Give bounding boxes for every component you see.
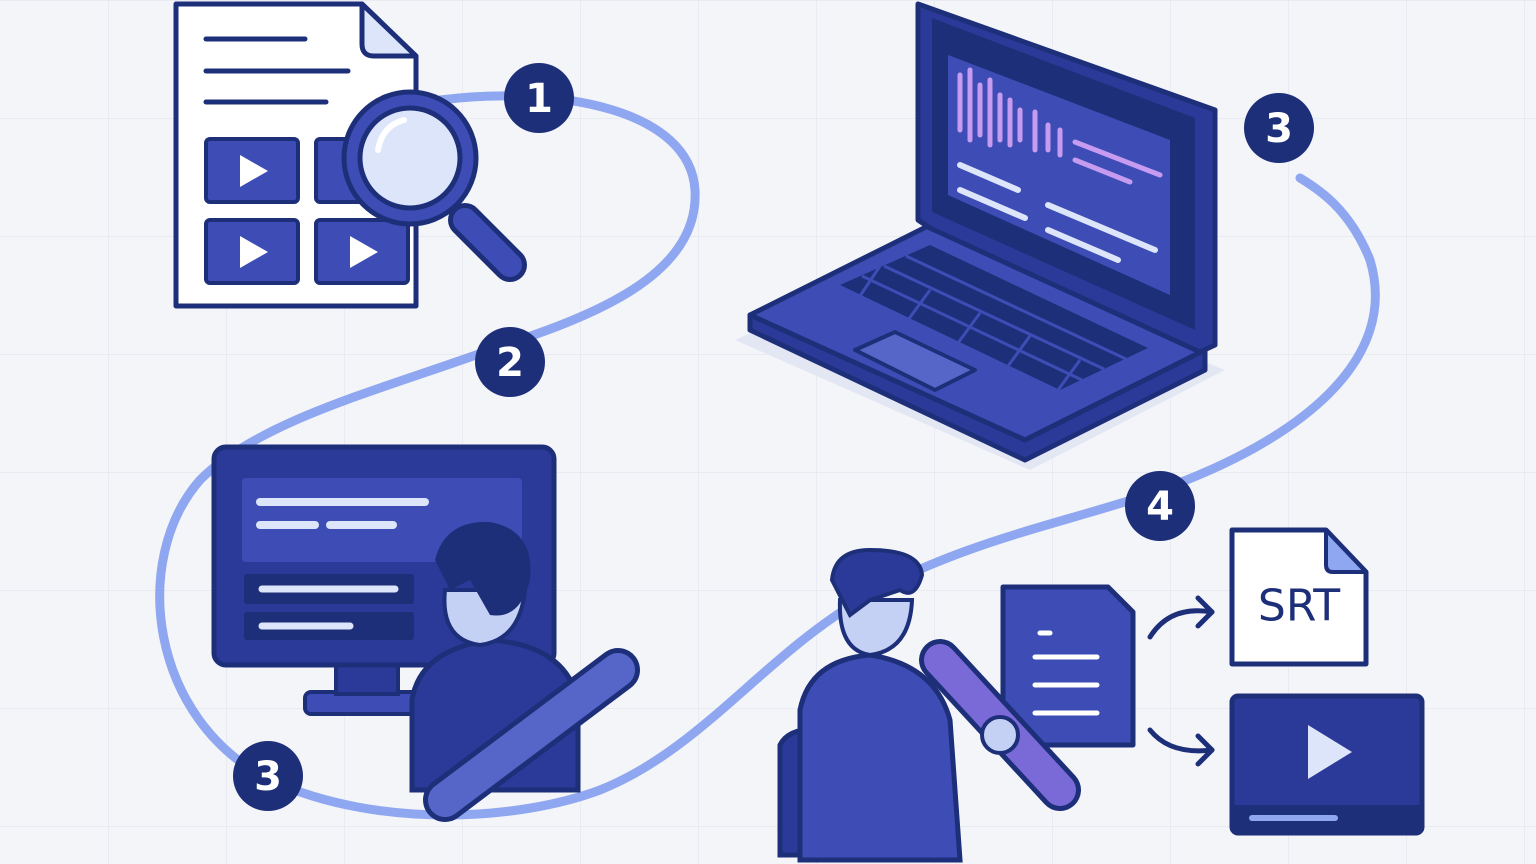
output-arrows bbox=[1147, 595, 1215, 767]
workflow-path bbox=[155, 91, 1380, 820]
laptop-audio-icon bbox=[735, 1, 1225, 470]
step-badge-3-top: 3 bbox=[1244, 93, 1314, 163]
pencil-icon bbox=[423, 648, 640, 822]
svg-text:2: 2 bbox=[496, 340, 524, 386]
step-badge-4: 4 bbox=[1125, 471, 1195, 541]
svg-text:3: 3 bbox=[1265, 106, 1293, 152]
svg-text:3: 3 bbox=[254, 754, 282, 800]
srt-label: SRT bbox=[1258, 581, 1340, 632]
document-search-icon bbox=[173, 1, 527, 309]
svg-text:1: 1 bbox=[525, 76, 553, 122]
magnifier-icon bbox=[341, 89, 527, 282]
video-play-icon bbox=[1229, 693, 1425, 836]
step-badge-1: 1 bbox=[504, 63, 574, 133]
step-badge-2: 2 bbox=[475, 327, 545, 397]
monitor-editor-icon bbox=[211, 444, 640, 822]
waveform bbox=[957, 67, 1163, 185]
svg-text:4: 4 bbox=[1146, 484, 1174, 530]
srt-file-icon: SRT bbox=[1229, 527, 1369, 667]
person-editing-icon bbox=[777, 547, 1136, 863]
step-badge-3-bottom: 3 bbox=[233, 741, 303, 811]
